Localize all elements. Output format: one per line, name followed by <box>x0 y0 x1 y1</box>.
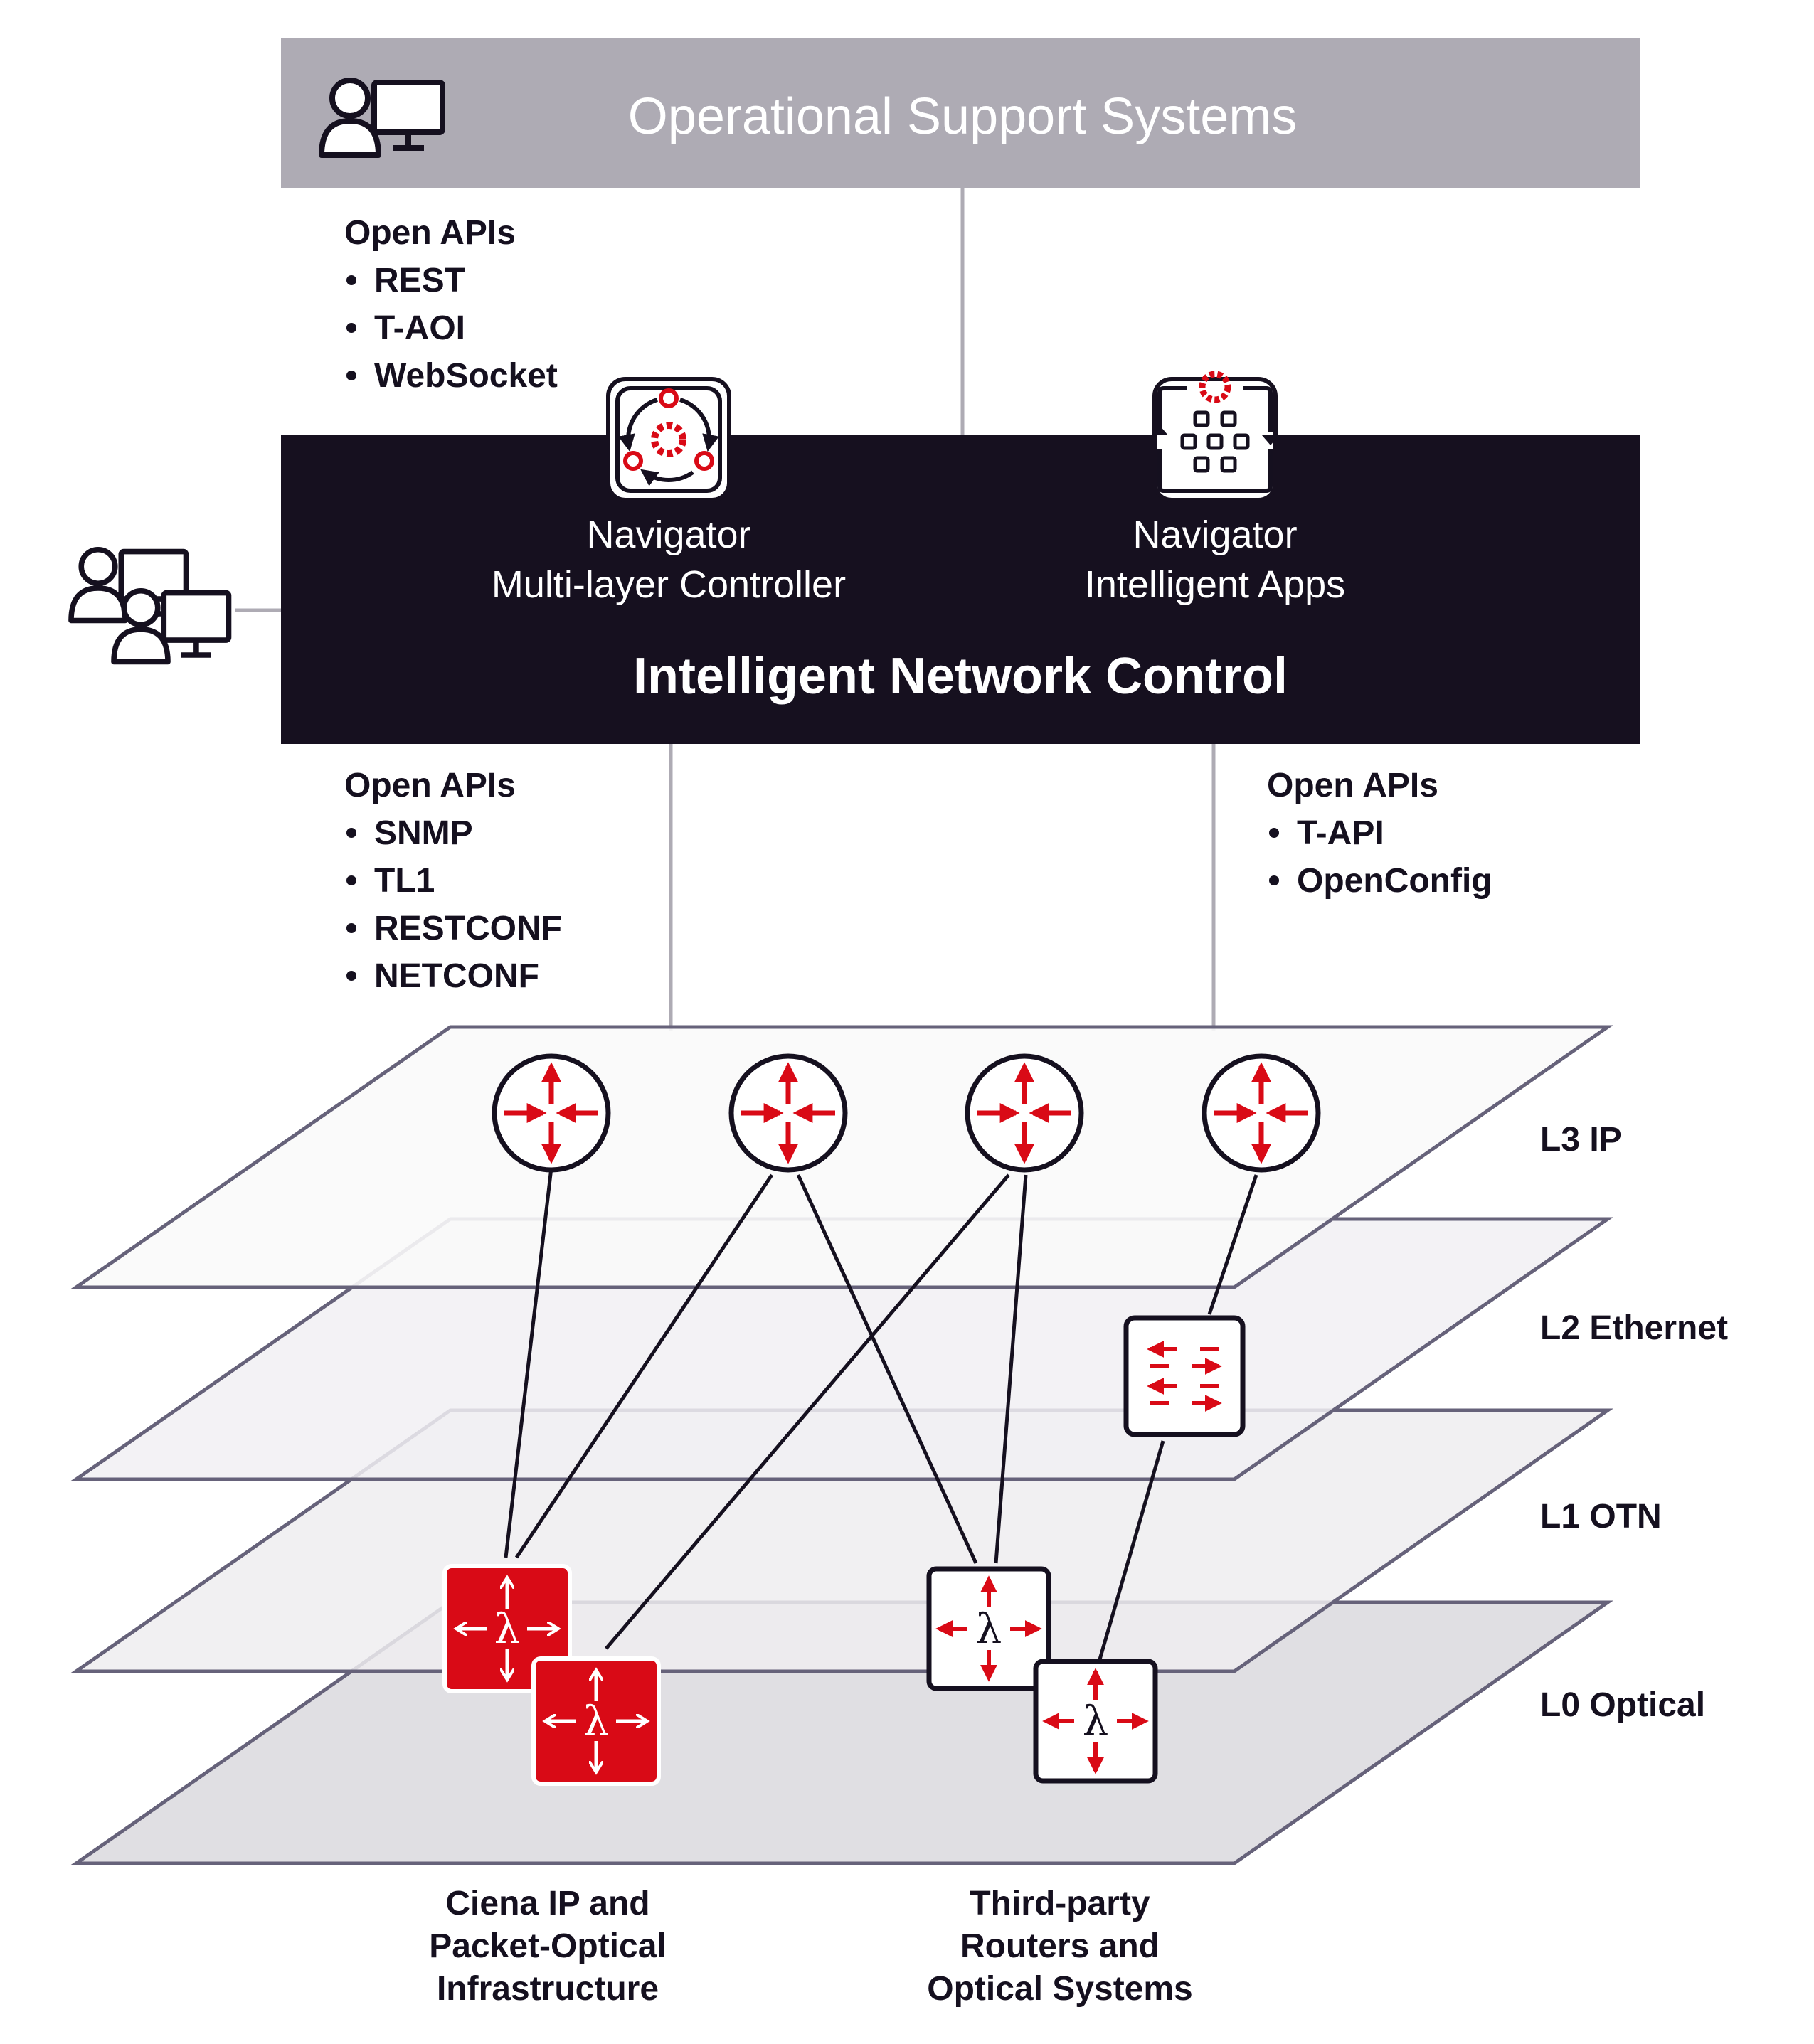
south-api-heading: Open APIs <box>344 767 516 804</box>
north-api-item: REST <box>374 262 465 299</box>
multi-user-workstation-icon <box>71 550 229 662</box>
router-icon <box>494 1056 608 1170</box>
north-api-item: T-AOI <box>374 309 465 347</box>
bullet <box>346 323 356 333</box>
layer-label: L3 IP <box>1540 1121 1622 1159</box>
label-line: Infrastructure <box>437 1970 659 2008</box>
north-api-list: Open APIs REST T-AOI WebSocket <box>344 214 558 395</box>
controller-gears-icon <box>606 377 731 502</box>
bullet <box>346 275 356 285</box>
oss-bar <box>281 38 1640 188</box>
bullet <box>346 875 356 885</box>
south-api-list-right: Open APIs T-API OpenConfig <box>1267 767 1492 900</box>
south-api-list-left: Open APIs SNMP TL1 RESTCONF NETCONF <box>344 767 562 995</box>
north-api-item: WebSocket <box>374 357 558 395</box>
control-title: Intelligent Network Control <box>633 648 1288 705</box>
label-line: Routers and <box>960 1927 1160 1965</box>
controller-app-subtitle: Multi-layer Controller <box>492 563 846 606</box>
router-icon <box>1204 1056 1318 1170</box>
controller-app-name: Navigator <box>586 513 750 556</box>
south-api-item: TL1 <box>374 862 435 900</box>
network-links <box>504 1167 1258 1665</box>
south-api-heading: Open APIs <box>1267 767 1438 804</box>
bullet <box>346 971 356 981</box>
south-api-item: OpenConfig <box>1297 862 1492 900</box>
optical-lambda-icon <box>1036 1661 1155 1781</box>
optical-lambda-icon <box>534 1659 659 1784</box>
south-api-item: NETCONF <box>374 957 539 995</box>
south-api-item: SNMP <box>374 814 473 852</box>
intelligent-apps-subtitle: Intelligent Apps <box>1085 563 1345 606</box>
south-api-item: RESTCONF <box>374 910 562 947</box>
router-icon <box>731 1056 845 1170</box>
intelligent-apps-icon <box>1151 371 1279 502</box>
label-line: Optical Systems <box>927 1970 1193 2008</box>
oss-title: Operational Support Systems <box>628 88 1297 145</box>
south-api-item: T-API <box>1297 814 1384 852</box>
bullet <box>346 923 356 933</box>
layer-label: L1 OTN <box>1540 1498 1662 1535</box>
control-bar <box>281 435 1640 744</box>
bullet <box>346 371 356 380</box>
bullet <box>1269 828 1279 838</box>
label-line: Packet-Optical <box>429 1927 666 1965</box>
bullet <box>1269 875 1279 885</box>
optical-lambda-icon <box>929 1569 1049 1688</box>
layer-label: L2 Ethernet <box>1540 1309 1728 1347</box>
ciena-infrastructure-label: Ciena IP and Packet-Optical Infrastructu… <box>429 1885 666 2008</box>
label-line: Third-party <box>970 1885 1150 1922</box>
label-line: Ciena IP and <box>445 1885 649 1922</box>
north-api-heading: Open APIs <box>344 214 516 252</box>
bullet <box>346 828 356 838</box>
ethernet-switch-icon <box>1123 1315 1246 1437</box>
router-icon <box>967 1056 1081 1170</box>
layer-label: L0 Optical <box>1540 1686 1705 1724</box>
third-party-systems-label: Third-party Routers and Optical Systems <box>927 1885 1193 2008</box>
intelligent-apps-name: Navigator <box>1133 513 1297 556</box>
